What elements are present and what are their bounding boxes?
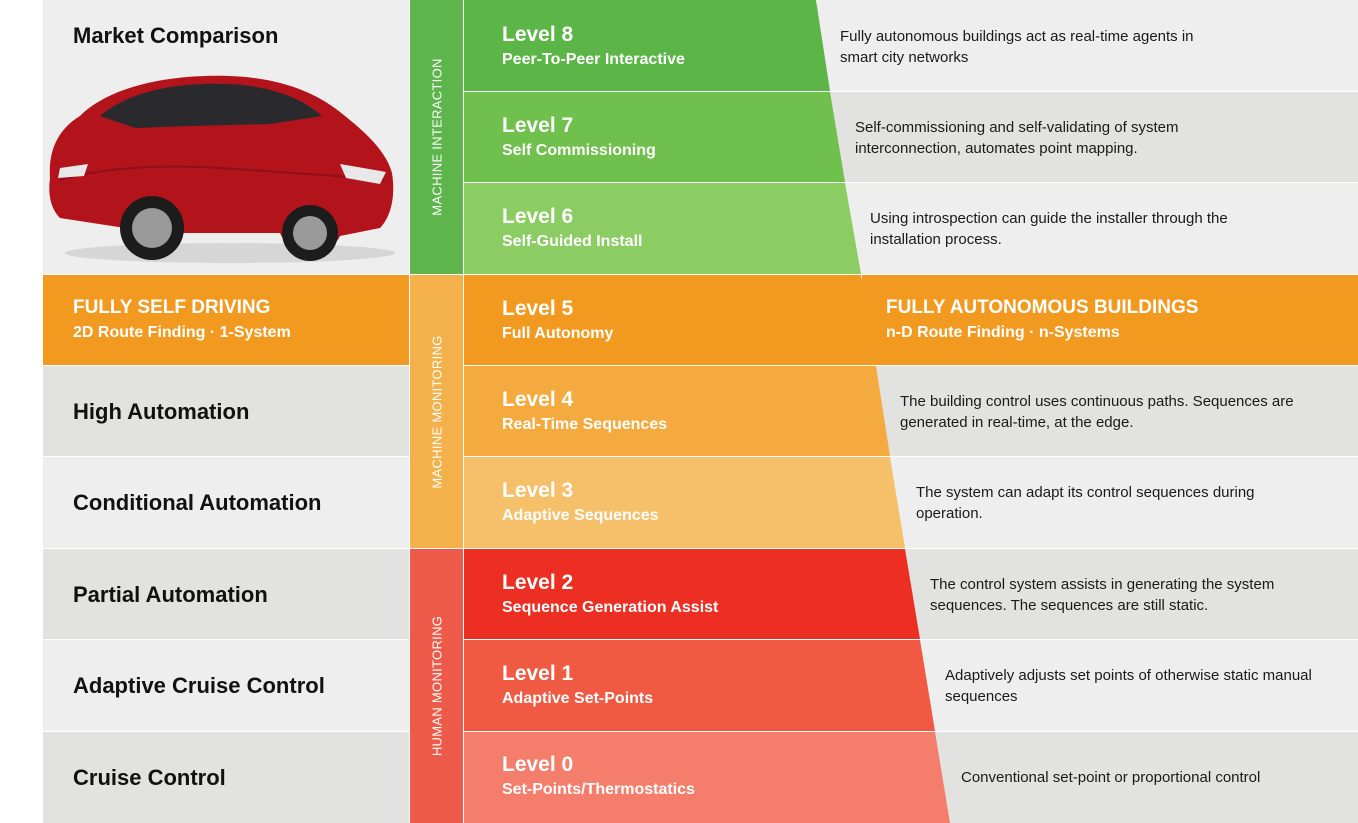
- right-highlight-row: [862, 275, 1358, 365]
- level-6-title: Level 6: [502, 205, 574, 228]
- level-2-subtitle: Sequence Generation Assist: [502, 599, 719, 616]
- row-label-high-automation: High Automation: [73, 399, 250, 424]
- level-0-shape: [464, 732, 950, 823]
- fully-autonomous-buildings-title: FULLY AUTONOMOUS BUILDINGS: [886, 297, 1199, 318]
- level-4-subtitle: Real-Time Sequences: [502, 416, 668, 433]
- level-5-shape: [464, 275, 876, 365]
- level-0-title: Level 0: [502, 753, 574, 776]
- left-row-cruise-control: [43, 732, 409, 823]
- row-label-conditional-automation: Conditional Automation: [73, 490, 322, 515]
- level-5-subtitle: Full Autonomy: [502, 325, 614, 342]
- level-8-subtitle: Peer-To-Peer Interactive: [502, 51, 685, 68]
- level-3-subtitle: Adaptive Sequences: [502, 507, 659, 524]
- level-0-description: Conventional set-point or proportional c…: [961, 769, 1261, 786]
- right-row-7: [829, 92, 1358, 182]
- level-2-title: Level 2: [502, 571, 574, 594]
- level-0-subtitle: Set-Points/Thermostatics: [502, 781, 695, 798]
- level-1-description: Adaptively adjusts set points of otherwi…: [945, 667, 1312, 705]
- left-row-high-automation: [43, 366, 409, 456]
- right-row-4: [876, 366, 1358, 456]
- left-row-partial-automation: [43, 549, 409, 639]
- level-4-description: The building control uses continuous pat…: [900, 393, 1294, 431]
- level-1-subtitle: Adaptive Set-Points: [502, 690, 654, 707]
- level-7-description: Self-commissioning and self-validating o…: [855, 119, 1179, 157]
- level-8-shape: [464, 0, 830, 91]
- row-label-adaptive-cruise-control: Adaptive Cruise Control: [73, 673, 325, 698]
- group-human-monitoring: HUMAN MONITORING: [410, 549, 463, 823]
- left-row-conditional-automation: [43, 457, 409, 548]
- fully-self-driving-title: FULLY SELF DRIVING: [73, 297, 271, 318]
- left-highlight-row: [43, 275, 409, 365]
- row-label-cruise-control: Cruise Control: [73, 765, 226, 790]
- right-row-0: [935, 732, 1358, 823]
- level-3-description: The system can adapt its control sequenc…: [916, 484, 1255, 522]
- level-1-shape: [464, 640, 935, 731]
- level-6-shape: [464, 183, 861, 274]
- fully-self-driving-subtitle: 2D Route Finding · 1-System: [73, 324, 291, 341]
- group-machine-monitoring: MACHINE MONITORING: [410, 275, 463, 548]
- group-machine-interaction: MACHINE INTERACTION: [410, 0, 463, 274]
- right-row-1: [920, 640, 1358, 731]
- right-row-2: [905, 549, 1358, 639]
- right-row-6: [845, 183, 1358, 274]
- level-4-shape: [464, 366, 890, 456]
- level-1-title: Level 1: [502, 662, 574, 685]
- level-3-title: Level 3: [502, 479, 574, 502]
- level-8-description: Fully autonomous buildings act as real-t…: [840, 28, 1194, 66]
- level-7-shape: [464, 92, 845, 182]
- market-comparison-title: Market Comparison: [73, 23, 279, 48]
- level-7-subtitle: Self Commissioning: [502, 142, 656, 159]
- level-6-description: Using introspection can guide the instal…: [870, 210, 1228, 248]
- row-label-partial-automation: Partial Automation: [73, 582, 268, 607]
- right-row-8: [817, 0, 1358, 91]
- level-2-shape: [464, 549, 920, 639]
- level-2-description: The control system assists in generating…: [930, 576, 1275, 614]
- level-8-title: Level 8: [502, 23, 574, 46]
- level-5-title: Level 5: [502, 297, 574, 320]
- right-row-3: [890, 457, 1358, 548]
- red-car-image: [49, 75, 395, 263]
- level-3-shape: [464, 457, 905, 548]
- fully-autonomous-buildings-subtitle: n-D Route Finding · n-Systems: [886, 324, 1120, 341]
- level-4-title: Level 4: [502, 388, 574, 411]
- left-row-adaptive-cruise: [43, 640, 409, 731]
- level-6-subtitle: Self-Guided Install: [502, 233, 643, 250]
- level-7-title: Level 7: [502, 114, 574, 137]
